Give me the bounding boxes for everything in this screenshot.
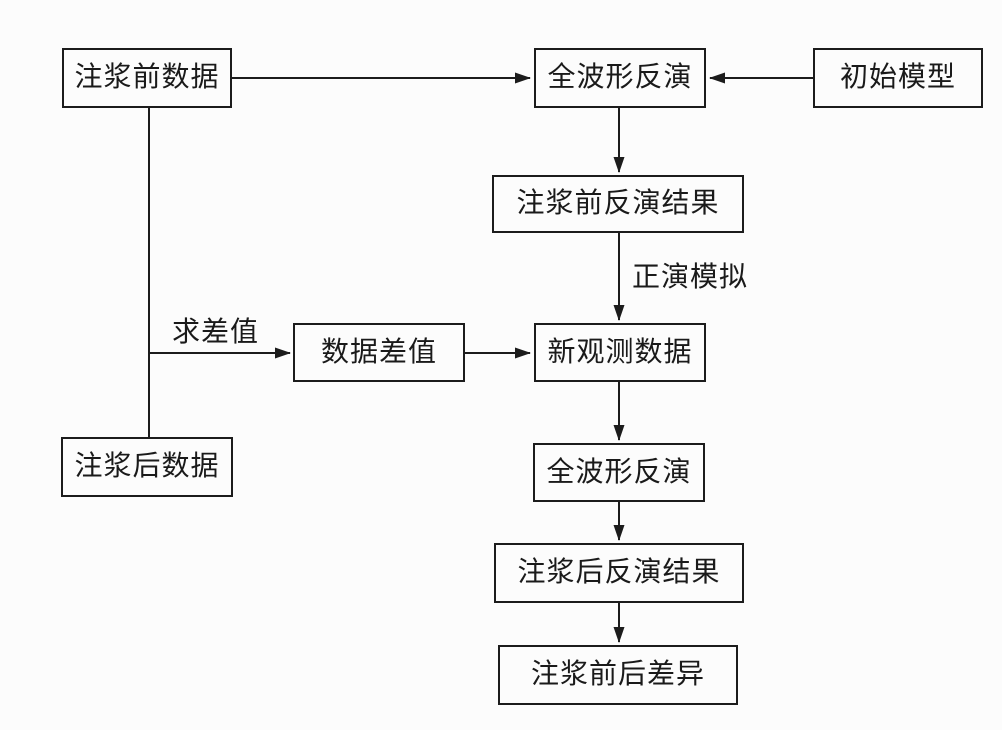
node-pre-grouting-data: 注浆前数据 bbox=[62, 48, 232, 108]
node-pre-post-grouting-difference: 注浆前后差异 bbox=[498, 645, 738, 705]
node-data-difference: 数据差值 bbox=[293, 323, 465, 382]
node-label: 全波形反演 bbox=[546, 456, 692, 488]
node-initial-model: 初始模型 bbox=[813, 48, 983, 108]
edge-label-forward-modeling: 正演模拟 bbox=[632, 262, 749, 293]
node-full-waveform-inversion-bottom: 全波形反演 bbox=[533, 443, 705, 502]
node-label: 注浆前反演结果 bbox=[516, 188, 720, 219]
edge-label-compute-difference: 求差值 bbox=[172, 317, 260, 348]
node-label: 新观测数据 bbox=[547, 336, 693, 368]
node-post-grouting-inversion-result: 注浆后反演结果 bbox=[494, 543, 744, 603]
node-new-observed-data: 新观测数据 bbox=[534, 323, 706, 382]
node-label: 数据差值 bbox=[320, 336, 437, 368]
node-label: 全波形反演 bbox=[547, 62, 693, 93]
node-label: 初始模型 bbox=[839, 62, 956, 93]
node-full-waveform-inversion-top: 全波形反演 bbox=[534, 48, 706, 108]
node-label: 注浆前数据 bbox=[74, 62, 220, 93]
node-label: 注浆后数据 bbox=[74, 451, 220, 482]
node-label: 注浆后反演结果 bbox=[517, 557, 721, 588]
node-label: 注浆前后差异 bbox=[530, 659, 705, 690]
node-post-grouting-data: 注浆后数据 bbox=[61, 437, 233, 497]
node-pre-grouting-inversion-result: 注浆前反演结果 bbox=[492, 175, 744, 233]
